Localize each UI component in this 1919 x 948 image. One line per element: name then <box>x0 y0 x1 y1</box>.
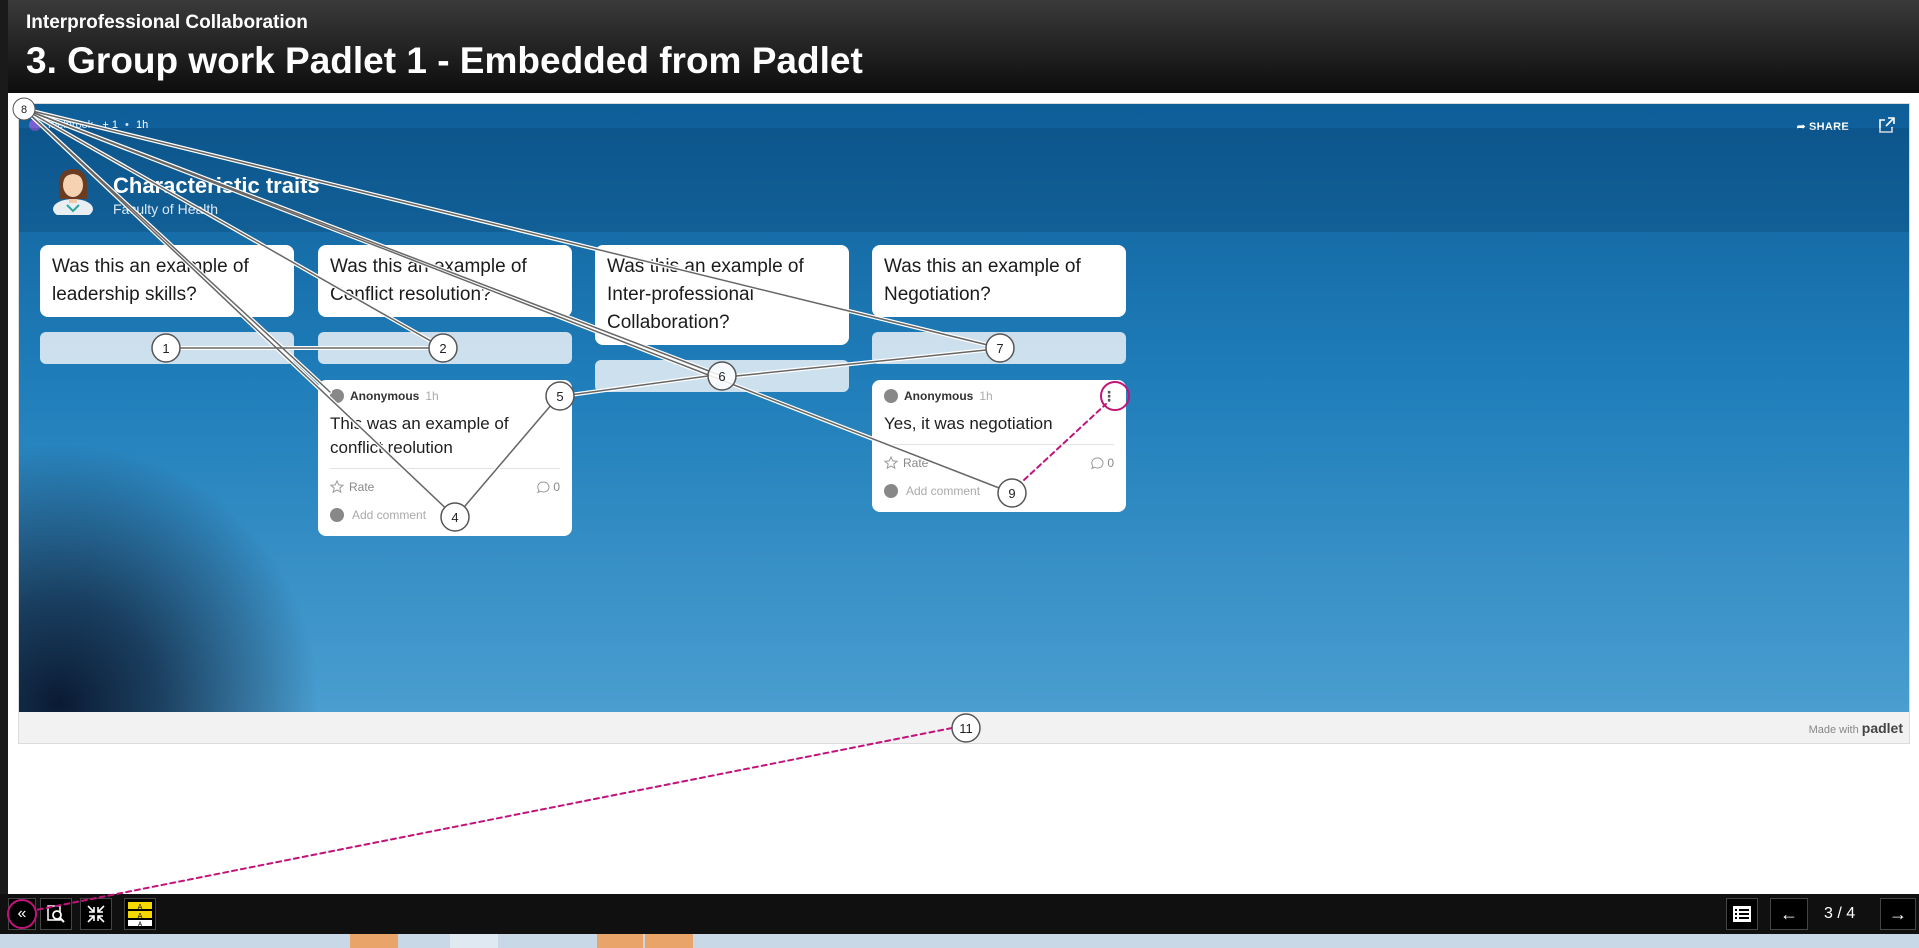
share-label: SHARE <box>1808 121 1849 133</box>
next-slide-button[interactable]: → <box>1880 898 1916 930</box>
padlet-brand: padlet <box>1861 720 1903 736</box>
comment-bubble-icon <box>1091 456 1104 469</box>
table-of-contents-button[interactable] <box>1726 898 1758 930</box>
page-indicator: 3 / 4 <box>1824 905 1856 922</box>
share-icon: ➦ <box>1796 121 1806 133</box>
search-page-icon <box>47 905 65 923</box>
embed-footer: Made with padlet <box>19 712 1909 743</box>
page-title: 3. Group work Padlet 1 - Embedded from P… <box>26 40 863 81</box>
post-actions: Rate 0 <box>884 455 1114 471</box>
star-icon <box>330 480 344 494</box>
padlet-board: melbrook + 1 • 1h ➦SHARE Characteristic <box>19 104 1909 712</box>
list-icon <box>1733 906 1751 922</box>
os-taskbar <box>0 934 1919 948</box>
commenter-avatar-icon <box>884 484 898 498</box>
comment-count: 0 <box>553 480 560 494</box>
add-post-button-conflict[interactable] <box>318 332 572 364</box>
taskbar-app[interactable] <box>597 934 643 948</box>
made-with-padlet-link[interactable]: Made with padlet <box>1809 720 1903 736</box>
padlet-subtitle: Faculty of Health <box>113 201 219 217</box>
made-with-label: Made with <box>1808 724 1859 736</box>
svg-text:A: A <box>138 921 143 928</box>
post-author: Anonymous <box>904 389 974 403</box>
taskbar-app[interactable] <box>350 934 398 948</box>
post-card-conflict[interactable]: Anonymous 1h This was an example of conf… <box>318 380 572 536</box>
exit-fullscreen-button[interactable] <box>80 898 112 930</box>
rate-label: Rate <box>349 480 375 494</box>
collapse-arrows-icon <box>87 905 105 923</box>
column-heading-collaboration: Was this an example of Inter-professiona… <box>595 245 849 345</box>
previous-slide-button[interactable]: ← <box>1770 898 1808 930</box>
svg-text:A: A <box>138 903 143 911</box>
padlet-topbar: melbrook + 1 • 1h ➦SHARE <box>19 104 1909 133</box>
comment-bubble-icon <box>537 480 550 493</box>
add-post-button-leadership[interactable] <box>40 332 294 364</box>
padlet-header: Characteristic traits Faculty of Health <box>19 128 1909 232</box>
divider <box>330 468 560 469</box>
comment-count-button[interactable]: 0 <box>1091 456 1114 470</box>
text-size-button[interactable]: A A A <box>124 898 156 930</box>
player-toolbar: « A A A ← 3 / 4 → <box>0 894 1919 934</box>
post-body: This was an example of conflict reolutio… <box>330 414 509 457</box>
comment-count-button[interactable]: 0 <box>537 480 560 494</box>
post-time: 1h <box>425 389 439 403</box>
post-actions: Rate 0 <box>330 479 560 495</box>
column-heading-negotiation: Was this an example of Negotiation? <box>872 245 1126 317</box>
taskbar-app[interactable] <box>450 934 498 948</box>
double-chevron-left-icon: « <box>17 905 27 922</box>
column-heading-conflict: Was this an example of Conflict resoluti… <box>318 245 572 317</box>
add-post-button-collaboration[interactable] <box>595 360 849 392</box>
arrow-left-icon: ← <box>1780 903 1798 924</box>
add-comment-field[interactable]: Add comment <box>330 507 560 523</box>
search-button[interactable] <box>40 898 72 930</box>
taskbar-app[interactable] <box>645 934 693 948</box>
nurse-avatar-icon <box>53 169 93 215</box>
star-icon <box>884 456 898 470</box>
comment-count: 0 <box>1107 456 1114 470</box>
add-post-button-negotiation[interactable] <box>872 332 1126 364</box>
arrow-right-icon: → <box>1889 903 1907 924</box>
rate-button[interactable]: Rate <box>330 480 374 494</box>
add-comment-placeholder: Add comment <box>352 508 427 522</box>
divider <box>884 444 1114 445</box>
anonymous-avatar-icon <box>884 389 898 403</box>
add-comment-field[interactable]: Add comment <box>884 483 1114 499</box>
collapse-sidebar-button[interactable]: « <box>8 898 36 930</box>
column-heading-leadership: Was this an example of leadership skills… <box>40 245 294 317</box>
post-meta: Anonymous 1h <box>330 388 560 404</box>
padlet-embed: melbrook + 1 • 1h ➦SHARE Characteristic <box>18 103 1910 744</box>
post-menu-icon[interactable]: ⋮ <box>1102 388 1116 404</box>
rate-label: Rate <box>903 456 929 470</box>
font-size-icon: A A A <box>128 902 152 928</box>
post-card-negotiation[interactable]: Anonymous 1h ⋮ Yes, it was negotiation R… <box>872 380 1126 512</box>
add-comment-placeholder: Add comment <box>906 484 981 498</box>
post-author: Anonymous <box>350 389 420 403</box>
course-title: Interprofessional Collaboration <box>26 12 308 33</box>
svg-text:A: A <box>138 912 143 920</box>
open-external-icon[interactable] <box>1879 117 1895 133</box>
rate-button[interactable]: Rate <box>884 456 928 470</box>
anonymous-avatar-icon <box>330 389 344 403</box>
padlet-title: Characteristic traits <box>113 173 320 198</box>
slide-header: Interprofessional Collaboration 3. Group… <box>0 0 1919 93</box>
post-body: Yes, it was negotiation <box>884 414 1053 433</box>
share-button[interactable]: ➦SHARE <box>1796 120 1849 133</box>
post-time: 1h <box>979 389 993 403</box>
post-meta: Anonymous 1h <box>884 388 1114 404</box>
commenter-avatar-icon <box>330 508 344 522</box>
